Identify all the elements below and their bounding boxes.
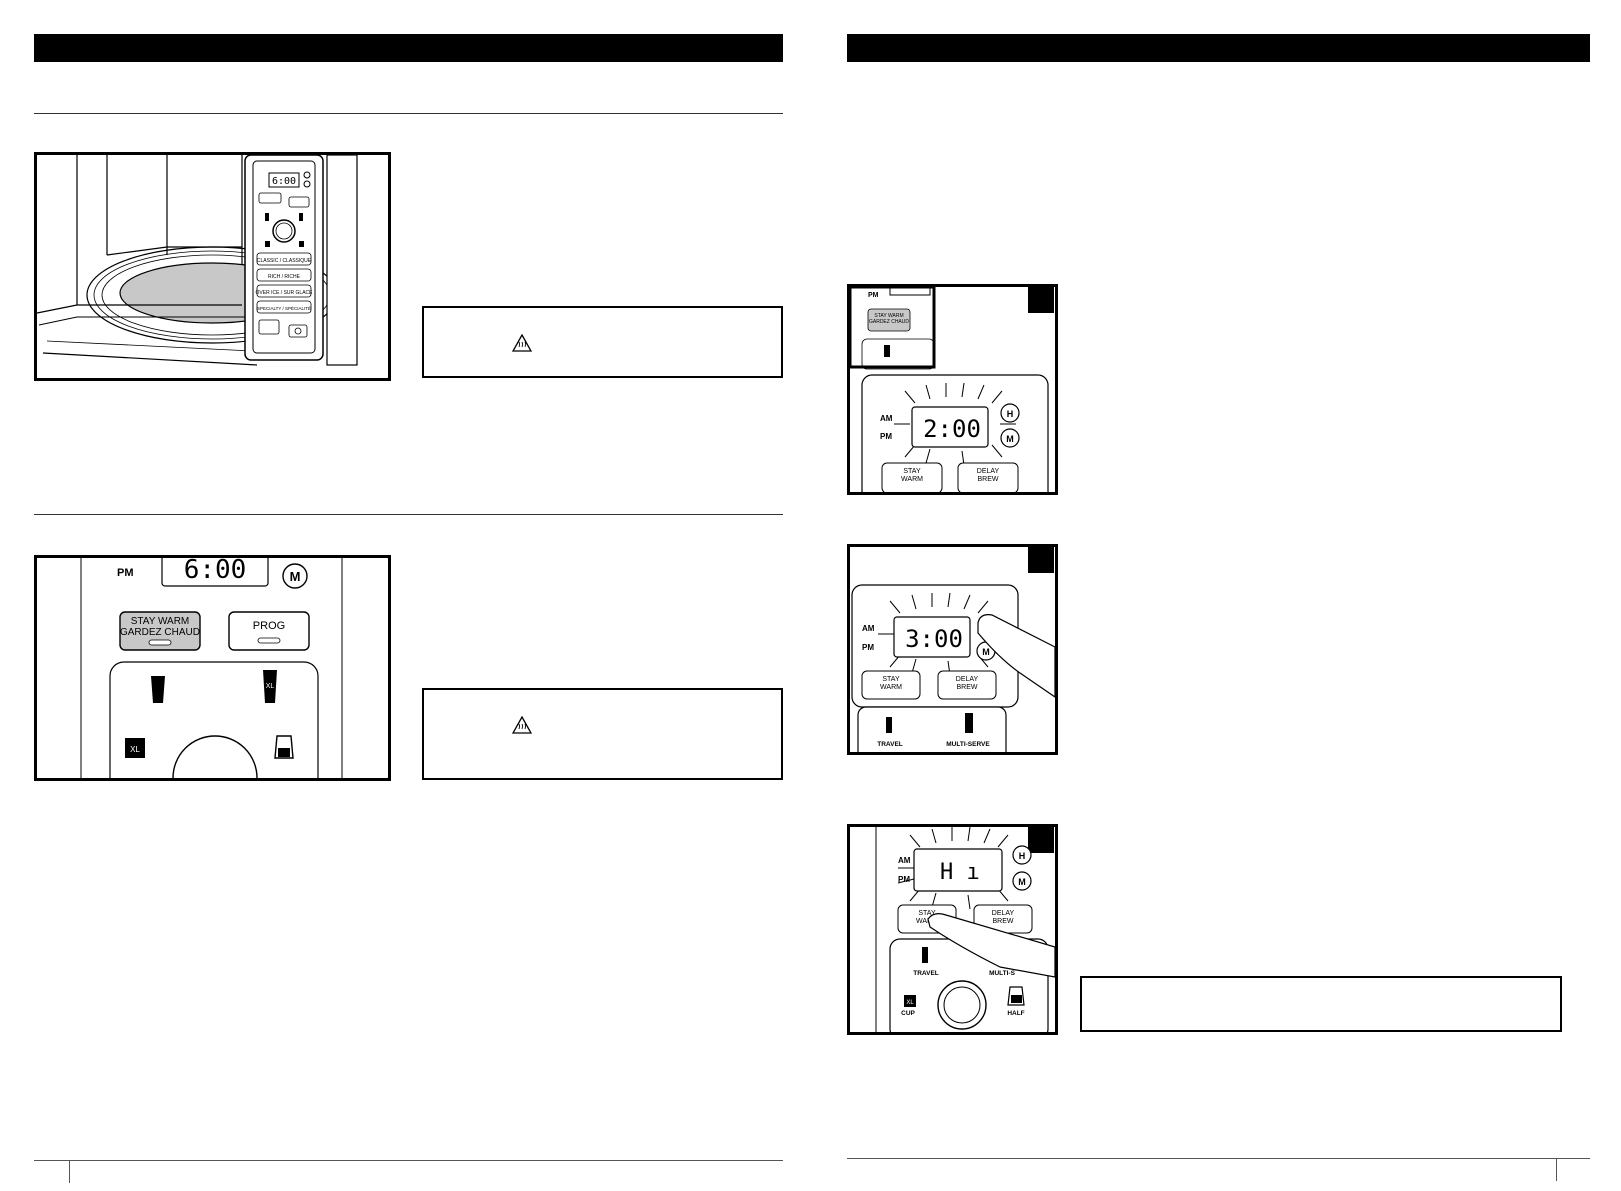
step3-display-text: H ı xyxy=(940,860,980,885)
fig1-display-time: 6:00 xyxy=(272,176,296,187)
hot-surface-warning-icon xyxy=(512,334,532,352)
right-footer-rule xyxy=(847,1158,1590,1159)
step2-press-hour-illustration: AM PM 3:00 M STAY WARM DELAY BREW TRAVEL… xyxy=(847,544,1058,755)
step2-warm-label: WARM xyxy=(880,684,902,691)
step3-warm-label: WARM xyxy=(916,918,938,925)
fig2-pm-label: PM xyxy=(117,567,134,579)
step1-display-time: 2:00 xyxy=(923,415,981,443)
step1-set-hour-illustration: PM STAY WARM GARDEZ CHAUD AM PM 2:00 H M… xyxy=(847,284,1058,495)
left-footer-tick xyxy=(69,1161,70,1183)
fig2-m-button: M xyxy=(290,569,301,584)
hot-surface-warning-icon xyxy=(512,716,532,734)
step1-inset-gardez: GARDEZ CHAUD xyxy=(869,319,909,325)
note-box xyxy=(1080,976,1562,1032)
fig2-prog-label: PROG xyxy=(253,620,285,632)
coffee-maker-illustration: 6:00 CLASSIC / CLASSIQUE RICH / RICHE OV… xyxy=(34,152,391,381)
step3-pm-label: PM xyxy=(898,875,910,884)
step1-h-button: H xyxy=(1007,409,1014,419)
step2-brew-label: BREW xyxy=(957,684,978,691)
step3-delay-label: DELAY xyxy=(992,910,1015,917)
step3-multi-serve-label: MULTI-S xyxy=(989,970,1016,977)
fig2-xl-cup-label: XL xyxy=(130,745,140,754)
step3-am-label: AM xyxy=(898,856,911,865)
step2-multi-serve-label: MULTI-SERVE xyxy=(946,741,990,748)
finger-pointer-icon xyxy=(977,614,1055,698)
fig2-display-time: 6:00 xyxy=(184,558,247,585)
step2-am-label: AM xyxy=(862,624,875,633)
fig1-button-specialty: SPECIALTY / SPÉCIALITÉ xyxy=(257,305,311,311)
fig1-button-classic: CLASSIC / CLASSIQUE xyxy=(257,258,312,264)
caution-box-2 xyxy=(422,688,783,780)
step1-delay-label: DELAY xyxy=(977,468,1000,475)
step3-stay-warm-hours-illustration: AM PM H ı H M STAY WARM DELAY BREW TRAVE… xyxy=(847,824,1058,1035)
fig2-gardez-chaud-label: GARDEZ CHAUD xyxy=(120,627,200,638)
step1-brew-label: BREW xyxy=(978,476,999,483)
step1-badge xyxy=(1028,287,1054,313)
step3-cup-label: CUP xyxy=(901,1010,915,1017)
step2-delay-label: DELAY xyxy=(956,676,979,683)
step2-pm-label: PM xyxy=(862,643,874,652)
step2-stay-label: STAY xyxy=(882,676,900,683)
caution-box-1 xyxy=(422,306,783,378)
step3-brew-label: BREW xyxy=(993,918,1014,925)
step2-m-button: M xyxy=(982,647,990,657)
step1-stay-label: STAY xyxy=(903,468,921,475)
step3-half-label: HALF xyxy=(1007,1010,1024,1017)
fig2-stay-warm-label: STAY WARM xyxy=(131,616,190,627)
step1-am-label: AM xyxy=(880,414,893,423)
step3-stay-label: STAY xyxy=(918,910,936,917)
right-footer-tick xyxy=(1556,1159,1557,1181)
step2-travel-label: TRAVEL xyxy=(877,741,903,748)
step1-warm-label: WARM xyxy=(901,476,923,483)
left-section-rule-1 xyxy=(34,113,783,114)
step1-inset-stay-warm: STAY WARM xyxy=(874,313,903,319)
stay-warm-panel-illustration: PM 6:00 M STAY WARM GARDEZ CHAUD PROG XL… xyxy=(34,555,391,781)
step2-badge xyxy=(1028,547,1054,573)
step1-inset-pm: PM xyxy=(868,292,879,299)
step3-xl-label: XL xyxy=(906,1000,914,1006)
step2-display-time: 3:00 xyxy=(905,625,963,653)
left-footer-rule xyxy=(34,1160,783,1161)
fig1-button-rich: RICH / RICHE xyxy=(268,274,301,280)
fig1-button-over-ice: OVER ICE / SUR GLACE xyxy=(256,290,314,296)
step3-travel-label: TRAVEL xyxy=(913,970,939,977)
left-section-rule-2 xyxy=(34,514,783,515)
finger-pointer-icon xyxy=(927,913,1055,978)
step3-badge xyxy=(1028,827,1054,853)
step1-pm-label: PM xyxy=(880,432,892,441)
step3-m-button: M xyxy=(1018,877,1026,887)
right-header-bar xyxy=(847,34,1590,62)
step3-h-button: H xyxy=(1019,851,1026,861)
step1-m-button: M xyxy=(1006,434,1014,444)
fig2-xl-icon-label: XL xyxy=(266,683,275,690)
left-header-bar xyxy=(34,34,783,62)
